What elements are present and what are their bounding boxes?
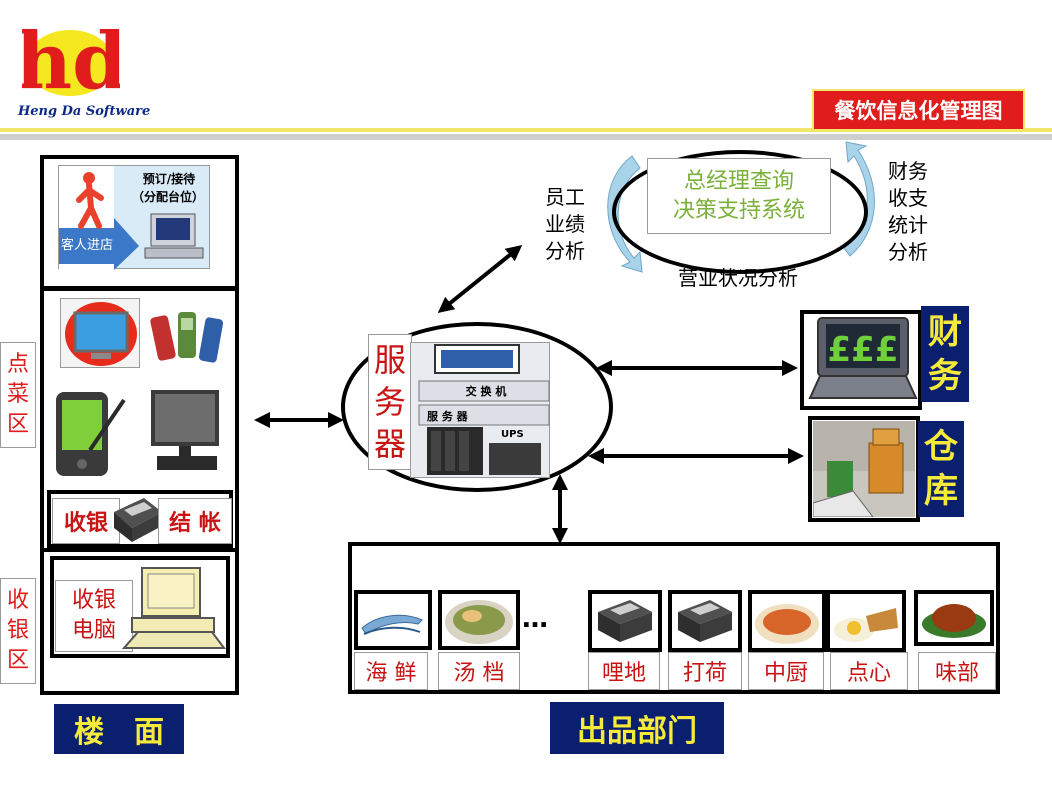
server-label-char-2: 务 xyxy=(373,383,406,421)
finance-label-char-2: 务 xyxy=(928,356,962,396)
monitor-image xyxy=(147,386,223,474)
station-dahe: 打荷 xyxy=(668,652,742,690)
ordering-zone-label: 点 菜 区 xyxy=(0,342,36,448)
ordering-frame xyxy=(40,287,239,552)
dimsum-frame xyxy=(826,590,906,652)
guest-label: 客人进店 xyxy=(61,238,114,253)
staff-performance-line-1: 员工 xyxy=(545,185,585,209)
business-status-label: 营业状况分析 xyxy=(678,266,798,290)
staff-performance-line-2: 业绩 xyxy=(545,212,585,236)
cashier-label: 收银 xyxy=(63,511,108,536)
server-box-label: 服 务 器 xyxy=(427,410,468,423)
server-label-char-1: 服 xyxy=(373,341,406,379)
pda-image xyxy=(50,386,130,482)
seafood-image xyxy=(358,594,428,646)
dahe-printer-frame xyxy=(668,590,742,652)
soup-image-frame xyxy=(438,590,520,650)
cashier-zone-char-3: 区 xyxy=(6,648,29,673)
warehouse-label-char-2: 库 xyxy=(924,471,958,511)
cashier-pc-label-2: 电脑 xyxy=(71,618,116,643)
company-logo: hd xyxy=(15,16,126,107)
staff-performance-label: 员工 业绩 分析 xyxy=(545,184,595,265)
finance-label: 财 务 xyxy=(921,306,969,402)
receipt-printer-image xyxy=(108,492,166,546)
station-soup-label: 汤 档 xyxy=(453,661,505,686)
station-seafood: 海 鲜 xyxy=(354,652,428,690)
header-divider xyxy=(0,128,1052,132)
station-roast-label: 味部 xyxy=(934,661,979,686)
server-label-char-3: 器 xyxy=(373,425,406,463)
tv-image xyxy=(60,298,140,368)
roast-image xyxy=(918,594,990,642)
ordering-zone-char-3: 区 xyxy=(6,412,29,437)
curry-printer-frame xyxy=(588,590,662,652)
kitchen-dish-image xyxy=(752,594,822,648)
settle-cell: 结 帐 xyxy=(158,498,232,544)
seafood-image-frame xyxy=(354,590,432,650)
station-dimsum-label: 点心 xyxy=(846,661,891,686)
roast-frame xyxy=(914,590,994,646)
station-chinese-kitchen: 中厨 xyxy=(748,652,824,690)
kitchen-section-label: 出品部门 xyxy=(550,702,724,754)
cashier-zone-char-2: 银 xyxy=(6,618,29,643)
cashier-cell: 收银 xyxy=(52,498,120,544)
curry-printer-image xyxy=(594,596,656,646)
warehouse-label: 仓 库 xyxy=(918,421,964,517)
logo-letters: hd xyxy=(22,18,120,98)
station-curry-label: 哩地 xyxy=(601,661,646,686)
laptop-image: £££ xyxy=(806,314,918,406)
cashier-zone-label: 收 银 区 xyxy=(0,578,36,684)
server-ellipse xyxy=(341,322,613,492)
decision-center-line-1: 总经理查询 xyxy=(683,169,794,194)
settle-label: 结 帐 xyxy=(169,511,221,536)
finance-stats-label: 财务 收支 统计 分析 xyxy=(888,158,938,266)
logo-subtitle: Heng Da Software xyxy=(18,104,151,119)
station-soup: 汤 档 xyxy=(438,652,520,690)
finance-screen-symbols: £££ xyxy=(827,330,899,370)
station-dahe-label: 打荷 xyxy=(682,661,727,686)
finance-stats-line-3: 统计 xyxy=(888,213,928,237)
cashier-pc-label-1: 收银 xyxy=(71,588,116,613)
kitchen-dish-frame xyxy=(748,590,826,652)
decision-center-line-2: 决策支持系统 xyxy=(672,198,805,223)
mobile-phones-image xyxy=(150,298,226,368)
ups-label: UPS xyxy=(501,429,524,440)
reception-illustration: 预订/接待 （分配台位） 客人进店 xyxy=(58,165,210,270)
cashier-pc-label-cell: 收银 电脑 xyxy=(55,580,133,652)
ordering-zone-char-2: 菜 xyxy=(6,382,29,407)
staff-performance-line-3: 分析 xyxy=(545,239,585,263)
dimsum-image xyxy=(830,594,902,648)
diagram-title: 餐饮信息化管理图 xyxy=(812,89,1025,131)
decision-center-box: 总经理查询 决策支持系统 xyxy=(647,158,831,234)
station-dimsum: 点心 xyxy=(830,652,908,690)
more-stations-ellipsis: … xyxy=(522,604,548,634)
station-seafood-label: 海 鲜 xyxy=(365,661,417,686)
cashier-zone-char-1: 收 xyxy=(6,588,29,613)
finance-stats-line-2: 收支 xyxy=(888,186,928,210)
soup-image xyxy=(442,594,516,646)
station-roast: 味部 xyxy=(918,652,996,690)
dahe-printer-image xyxy=(674,596,736,646)
finance-frame xyxy=(800,310,922,410)
station-curry: 哩地 xyxy=(588,652,660,690)
ordering-zone-char-1: 点 xyxy=(6,352,29,377)
cashier-pc-image xyxy=(120,562,226,654)
finance-stats-line-1: 财务 xyxy=(888,159,928,183)
server-rack-image: 交 换 机 服 务 器 UPS xyxy=(410,342,550,478)
station-chinese-kitchen-label: 中厨 xyxy=(763,661,808,686)
finance-stats-line-4: 分析 xyxy=(888,240,928,264)
reception-sublabel: （分配台位） xyxy=(131,190,204,204)
decision-ellipse xyxy=(612,150,868,274)
kitchen-frame xyxy=(348,542,1000,694)
warehouse-label-char-1: 仓 xyxy=(924,427,958,467)
finance-label-char-1: 财 xyxy=(928,312,962,352)
cashier-pc-frame xyxy=(50,556,230,658)
arrow-server-decision xyxy=(437,244,523,314)
floor-section-label: 楼 面 xyxy=(54,704,184,754)
warehouse-image xyxy=(812,421,915,518)
header-divider-shadow xyxy=(0,134,1052,140)
reception-label: 预订/接待 xyxy=(142,172,196,186)
switch-label: 交 换 机 xyxy=(465,385,507,398)
